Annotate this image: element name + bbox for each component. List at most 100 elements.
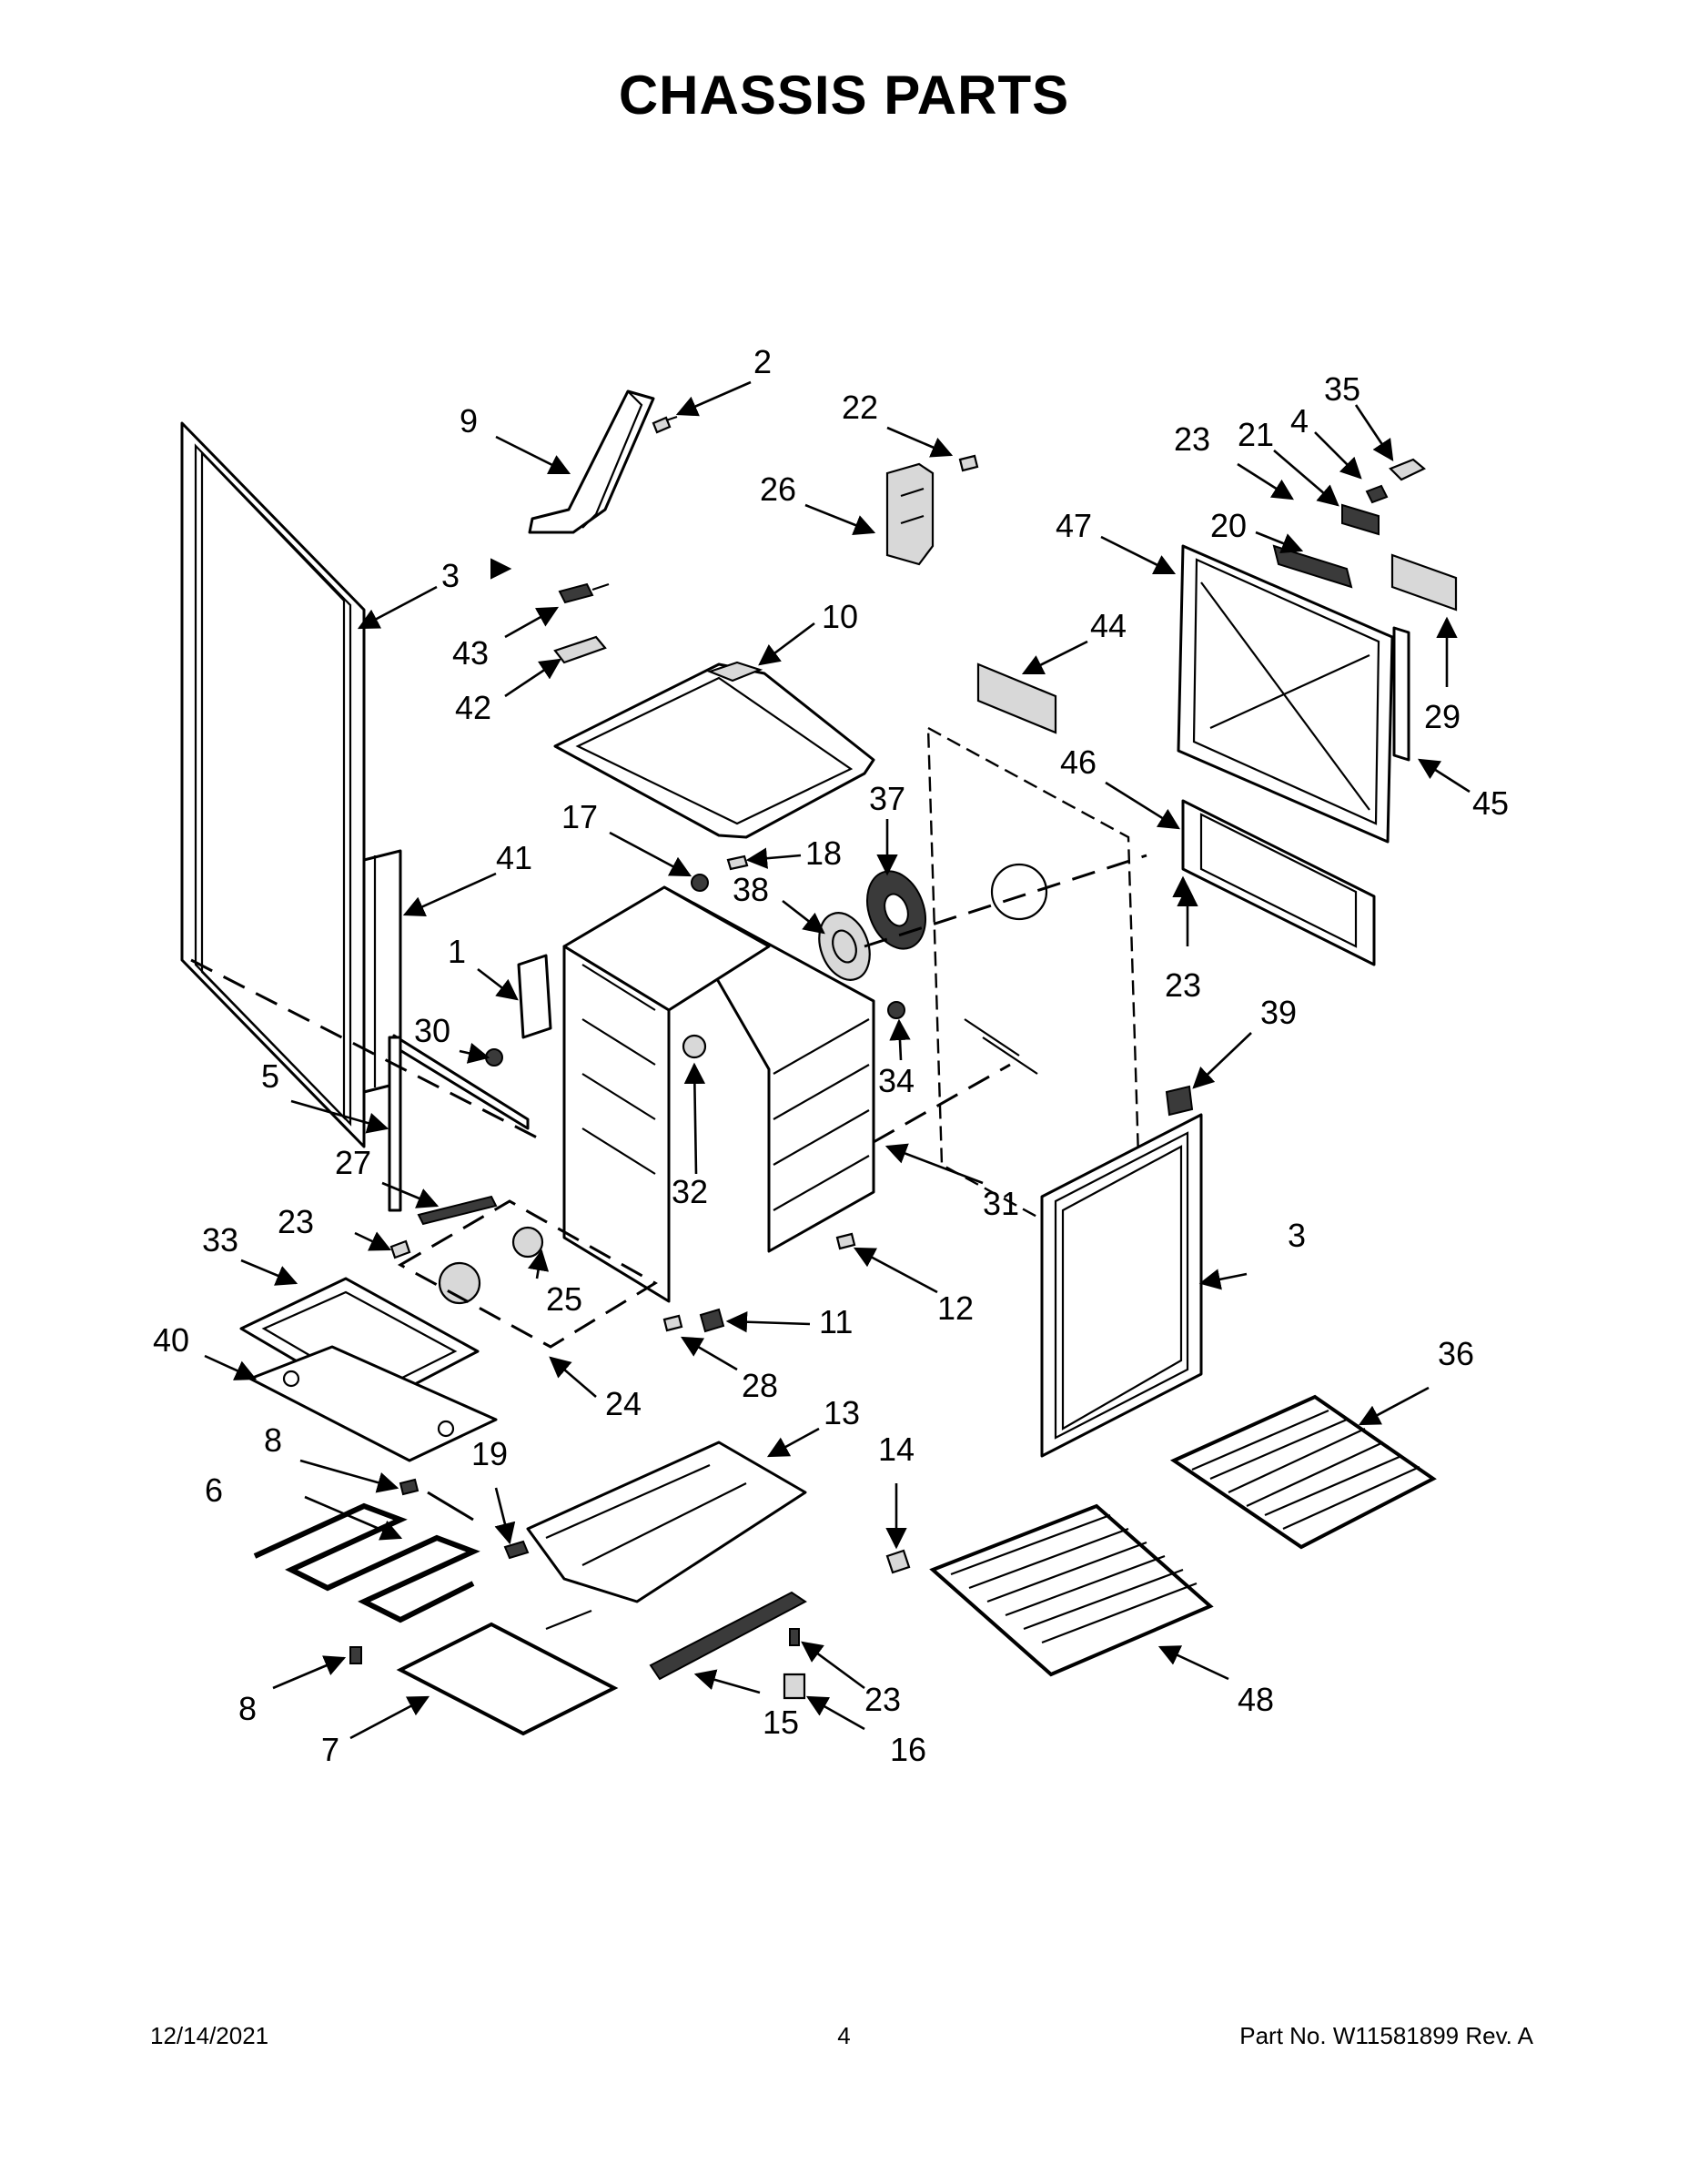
callout-7: 7 bbox=[321, 1731, 339, 1768]
part-20 bbox=[1272, 544, 1353, 589]
footer-part-number: Part No. W11581899 Rev. A bbox=[1239, 2022, 1533, 2049]
callout-1: 1 bbox=[448, 933, 466, 970]
callout-4: 4 bbox=[1290, 402, 1309, 440]
part-screw-22 bbox=[958, 454, 979, 472]
part-21 bbox=[1341, 503, 1380, 536]
callout-23-bottom: 23 bbox=[864, 1681, 901, 1718]
part-29 bbox=[1390, 553, 1458, 612]
callout-30: 30 bbox=[414, 1012, 450, 1049]
callout-29: 29 bbox=[1424, 698, 1461, 735]
callout-24: 24 bbox=[605, 1385, 642, 1422]
part-8-screw-top bbox=[399, 1478, 419, 1496]
callout-45: 45 bbox=[1472, 784, 1509, 822]
part-5 bbox=[388, 1034, 530, 1212]
page-title: CHASSIS PARTS bbox=[618, 65, 1070, 126]
callout-22: 22 bbox=[842, 389, 878, 426]
part-13 bbox=[526, 1441, 807, 1603]
part-fan-cover bbox=[818, 912, 871, 981]
part-7 bbox=[396, 1609, 619, 1736]
callout-17: 17 bbox=[561, 798, 598, 835]
part-lower-back-panel bbox=[1181, 799, 1376, 966]
part-34 bbox=[887, 1001, 905, 1019]
dash-line-fan bbox=[864, 854, 1147, 948]
part-36-rack bbox=[1169, 1394, 1437, 1550]
part-top-panel bbox=[553, 661, 875, 839]
part-side-panel-right bbox=[1040, 1113, 1203, 1458]
callout-labels: 2 9 22 26 3 43 42 10 44 47 23 21 4 35 20… bbox=[153, 343, 1509, 1768]
callout-32: 32 bbox=[672, 1173, 708, 1210]
part-bracket-26 bbox=[885, 462, 935, 566]
part-oven-cavity bbox=[562, 885, 875, 1303]
part-6-element bbox=[253, 1491, 480, 1623]
part-11 bbox=[699, 1308, 725, 1333]
callout-26: 26 bbox=[760, 470, 796, 508]
part-8-screw-bottom bbox=[349, 1646, 362, 1664]
callout-3: 3 bbox=[441, 557, 460, 594]
dash-line-rear bbox=[873, 1063, 1011, 1144]
callout-48: 48 bbox=[1238, 1681, 1274, 1718]
part-fan-blade bbox=[866, 870, 926, 950]
part-25 bbox=[438, 1226, 544, 1305]
callout-19: 19 bbox=[471, 1435, 508, 1472]
callout-37: 37 bbox=[869, 780, 905, 817]
part-1 bbox=[517, 954, 552, 1039]
part-side-panel-left bbox=[180, 421, 366, 1148]
callout-31: 31 bbox=[983, 1185, 1019, 1222]
part-18 bbox=[726, 854, 749, 871]
callout-10: 10 bbox=[822, 598, 858, 635]
callout-39: 39 bbox=[1260, 994, 1297, 1031]
callout-47: 47 bbox=[1056, 507, 1092, 544]
footer-date: 12/14/2021 bbox=[150, 2022, 269, 2049]
part-35 bbox=[1389, 458, 1427, 481]
dash-line-left bbox=[190, 958, 538, 1139]
part-17 bbox=[691, 874, 709, 892]
part-back-frame bbox=[1177, 544, 1394, 844]
part-vent-duct bbox=[528, 389, 655, 534]
part-19 bbox=[503, 1540, 530, 1560]
callout-8-top: 8 bbox=[264, 1421, 282, 1459]
callout-8-bottom: 8 bbox=[238, 1690, 257, 1727]
callout-12: 12 bbox=[937, 1289, 974, 1327]
callout-21: 21 bbox=[1238, 416, 1274, 453]
callout-11: 11 bbox=[819, 1303, 853, 1340]
part-32 bbox=[682, 1034, 707, 1059]
part-15 bbox=[649, 1591, 807, 1681]
callout-27: 27 bbox=[335, 1144, 371, 1181]
callout-9: 9 bbox=[460, 402, 478, 440]
dash-frame-24 bbox=[397, 1199, 658, 1349]
callout-16: 16 bbox=[890, 1731, 926, 1768]
callout-46: 46 bbox=[1060, 743, 1097, 781]
callout-36: 36 bbox=[1438, 1335, 1474, 1372]
callout-23-left: 23 bbox=[278, 1203, 314, 1240]
part-screw-2 bbox=[652, 415, 678, 434]
part-40 bbox=[248, 1345, 498, 1462]
part-16 bbox=[783, 1673, 806, 1700]
callout-38: 38 bbox=[733, 871, 769, 908]
callout-3-right: 3 bbox=[1288, 1217, 1306, 1254]
callout-23-right: 23 bbox=[1165, 966, 1201, 1004]
callout-28: 28 bbox=[742, 1367, 778, 1404]
callout-40: 40 bbox=[153, 1321, 189, 1359]
part-14 bbox=[885, 1549, 911, 1574]
part-4 bbox=[1365, 484, 1389, 504]
part-28 bbox=[662, 1314, 683, 1332]
callout-15: 15 bbox=[763, 1704, 799, 1741]
callout-5: 5 bbox=[261, 1057, 279, 1095]
part-12 bbox=[835, 1232, 856, 1250]
callout-41: 41 bbox=[496, 839, 532, 876]
callout-14: 14 bbox=[878, 1431, 915, 1468]
part-44 bbox=[976, 662, 1057, 734]
footer-page-number: 4 bbox=[837, 2022, 851, 2049]
part-42 bbox=[553, 635, 607, 664]
part-48-rack bbox=[929, 1503, 1214, 1677]
part-39 bbox=[1165, 1085, 1194, 1117]
callout-18: 18 bbox=[805, 834, 842, 872]
callout-25: 25 bbox=[546, 1280, 582, 1318]
callout-20: 20 bbox=[1210, 507, 1247, 544]
part-41 bbox=[362, 849, 402, 1094]
callout-44: 44 bbox=[1090, 607, 1127, 644]
callout-33: 33 bbox=[202, 1221, 238, 1259]
callout-43: 43 bbox=[452, 634, 489, 672]
callout-13: 13 bbox=[824, 1394, 860, 1431]
